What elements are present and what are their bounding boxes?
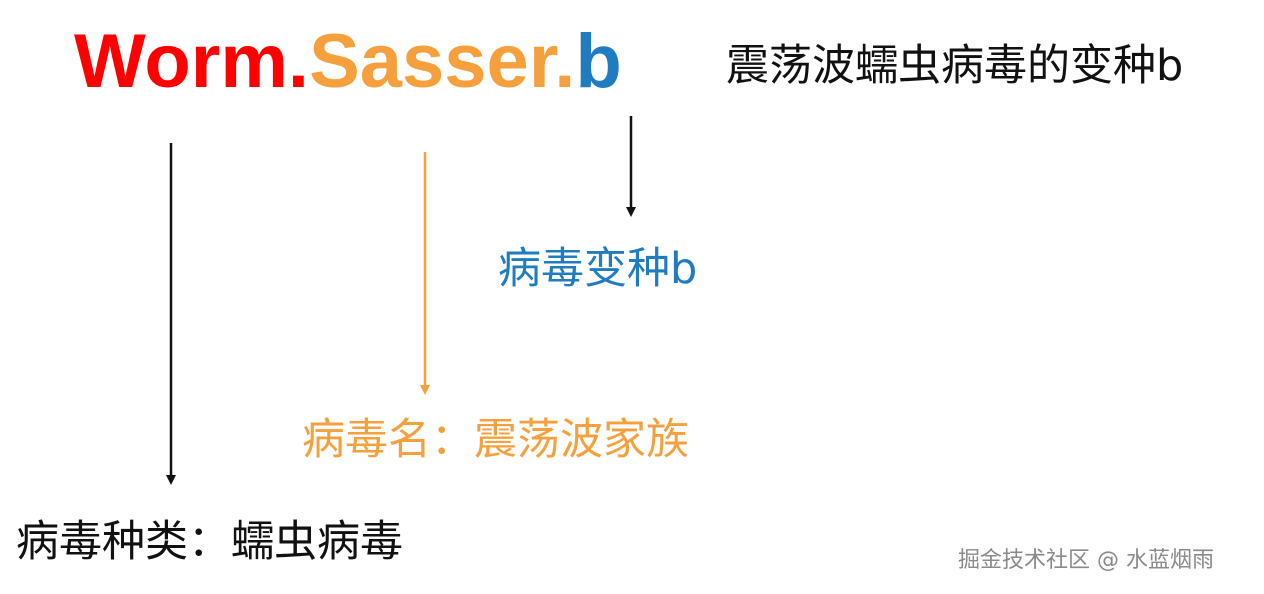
label-family: 病毒名：震荡波家族 xyxy=(302,415,689,465)
title-part-family: Sasser. xyxy=(309,19,576,104)
label-type: 病毒种类：蠕虫病毒 xyxy=(16,517,403,567)
title-part-type: Worm. xyxy=(74,19,310,104)
watermark: 掘金技术社区 @ 水蓝烟雨 xyxy=(958,548,1214,573)
virus-name-title: Worm.Sasser.b xyxy=(74,20,622,104)
virus-name-meaning: 震荡波蠕虫病毒的变种b xyxy=(726,41,1184,91)
label-variant: 病毒变种b xyxy=(498,244,698,294)
title-part-variant: b xyxy=(575,19,622,104)
